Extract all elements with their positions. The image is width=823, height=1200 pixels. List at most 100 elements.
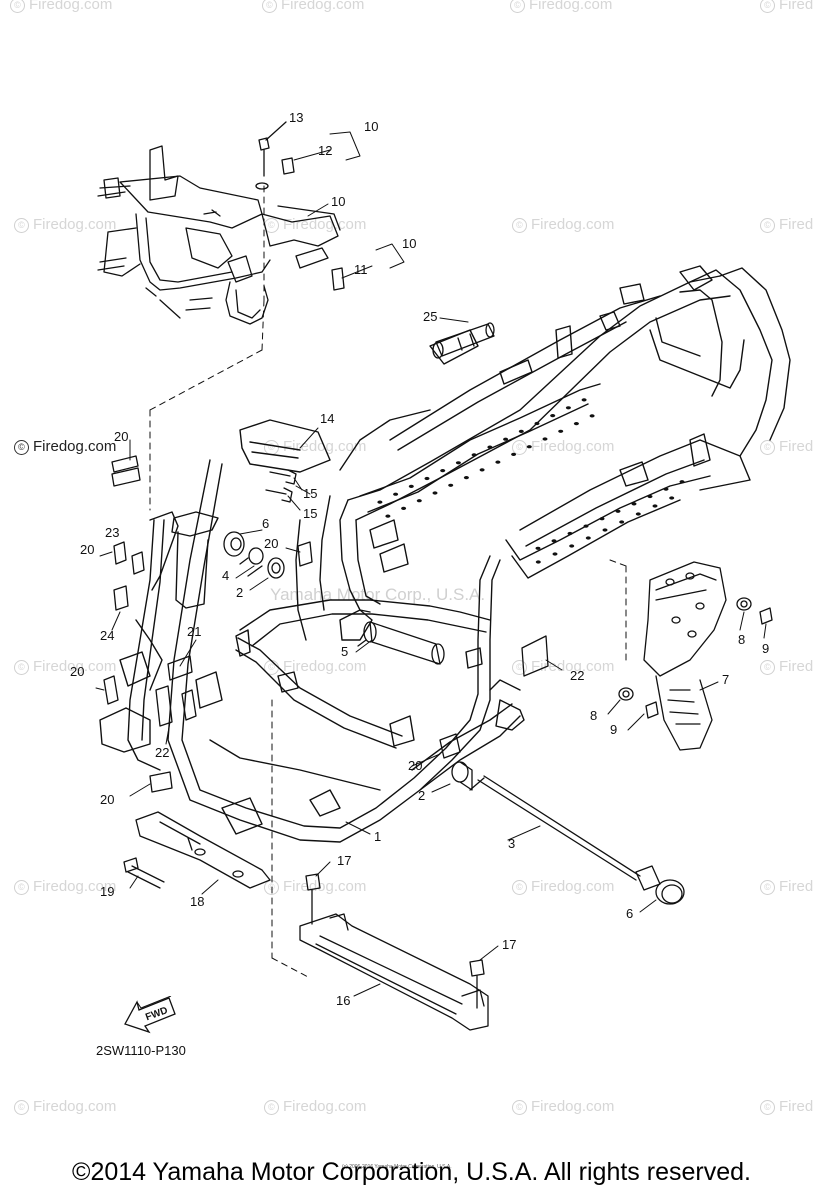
rail-hole — [487, 445, 493, 449]
part-2-bushing-right — [451, 761, 473, 791]
part-7-grab — [643, 561, 727, 751]
rail-hole — [542, 437, 548, 441]
callout-10: 10 — [364, 119, 379, 134]
callout-19: 19 — [100, 884, 115, 899]
pads — [103, 455, 549, 793]
rear-bracket-assembly — [97, 145, 341, 325]
rail-hole — [526, 445, 532, 449]
rail-hole — [377, 500, 383, 504]
rail-hole — [471, 453, 477, 457]
callout-21: 21 — [187, 624, 202, 639]
callout-17: 17 — [337, 853, 352, 868]
part-11-pad — [331, 267, 345, 291]
rail-hole — [424, 476, 430, 481]
part-25 — [432, 322, 495, 359]
rail-hole — [455, 461, 461, 465]
callout-20: 20 — [100, 792, 115, 807]
rail-hole — [495, 460, 501, 464]
callout-2: 2 — [236, 585, 244, 600]
watermark: ©Fired — [760, 438, 813, 455]
leader-lines — [95, 485, 767, 997]
diagram-code: 2SW1110-P130 — [96, 1043, 186, 1058]
watermark: ©Firedog.com — [512, 878, 614, 895]
rail-hole — [463, 476, 469, 480]
watermark: ©Fired — [760, 1098, 813, 1115]
callout-brackets — [129, 131, 469, 511]
part-6-cap — [655, 879, 685, 905]
callout-10: 10 — [402, 236, 417, 251]
rail-hole — [550, 414, 556, 418]
watermark: ©Firedog.com — [14, 658, 116, 675]
callout-20: 20 — [80, 542, 95, 557]
callout-5: 5 — [341, 644, 349, 659]
parts-8-9-hardware — [618, 597, 773, 719]
rail-hole — [583, 524, 589, 528]
callout-15: 15 — [303, 486, 318, 501]
rail-hole — [432, 491, 438, 495]
callout-4: 4 — [222, 568, 230, 583]
callout-2: 2 — [418, 788, 426, 803]
callout-11: 11 — [354, 262, 368, 277]
rail-hole — [635, 512, 641, 516]
callout-9: 9 — [610, 722, 618, 737]
watermark: ©Firedog.com — [512, 216, 614, 233]
watermark: ©Fired — [760, 216, 813, 233]
callout-1: 1 — [374, 829, 382, 844]
callout-24: 24 — [100, 628, 115, 643]
watermark: ©Firedog.com — [10, 0, 112, 13]
callout-25: 25 — [423, 309, 438, 324]
callout-20: 20 — [114, 429, 129, 444]
callout-20: 20 — [408, 758, 423, 773]
callout-18: 18 — [190, 894, 205, 909]
callout-20: 20 — [264, 536, 279, 551]
callout-3: 3 — [508, 836, 516, 851]
rail-hole — [408, 484, 414, 488]
rail-hole — [565, 406, 571, 410]
rail-hole — [416, 499, 422, 503]
part-13-bolt — [255, 121, 287, 190]
rail-hole — [511, 452, 517, 456]
rail-hole — [585, 536, 591, 540]
bushing-parts-left — [223, 531, 285, 579]
rail-hole — [652, 504, 658, 508]
rail-hole — [448, 483, 454, 487]
part-3-long-bolt — [469, 775, 661, 891]
callout-6: 6 — [626, 906, 634, 921]
rail-hole — [581, 398, 587, 402]
rail-hole — [567, 531, 573, 536]
watermark: ©Firedog.com — [512, 658, 614, 675]
rail-hole — [669, 496, 675, 500]
copyright-notice: ©2014 Yamaha Motor Corporation, U.S.A. A… — [72, 1158, 751, 1186]
rail-hole — [573, 422, 579, 426]
callout-8: 8 — [738, 632, 746, 647]
watermark: ©Firedog.com — [512, 438, 614, 455]
rail-hole — [589, 414, 595, 418]
parts-17-bolts — [305, 873, 485, 1009]
callout-22: 22 — [570, 668, 585, 683]
rail-hole — [535, 546, 541, 550]
watermark: ©Firedog.com — [14, 1098, 116, 1115]
rail-perforations — [377, 398, 685, 564]
callout-12: 12 — [318, 143, 333, 158]
callout-10: 10 — [331, 194, 346, 209]
watermark: ©Firedog.com — [14, 878, 116, 895]
watermark: ©Firedog.com — [14, 438, 116, 455]
center-watermark: Yamaha Motor Corp., U.S.A. — [270, 585, 486, 604]
rail-hole — [602, 528, 608, 532]
watermark: ©Fired — [760, 878, 813, 895]
watermark: ©Firedog.com — [262, 0, 364, 13]
rail-hole — [631, 502, 637, 506]
callout-7: 7 — [722, 672, 730, 687]
rail-hole — [440, 469, 446, 473]
callout-9: 9 — [762, 641, 770, 656]
callout-16: 16 — [336, 993, 351, 1008]
callout-17: 17 — [502, 937, 517, 952]
rail-hole — [552, 552, 558, 556]
rail-hole — [679, 480, 685, 484]
rail-hole — [569, 544, 575, 548]
callout-14: 14 — [320, 411, 335, 426]
watermark: ©Firedog.com — [264, 1098, 366, 1115]
rail-hole — [647, 494, 653, 499]
watermark: ©Firedog.com — [510, 0, 612, 13]
rail-hole — [535, 560, 541, 564]
